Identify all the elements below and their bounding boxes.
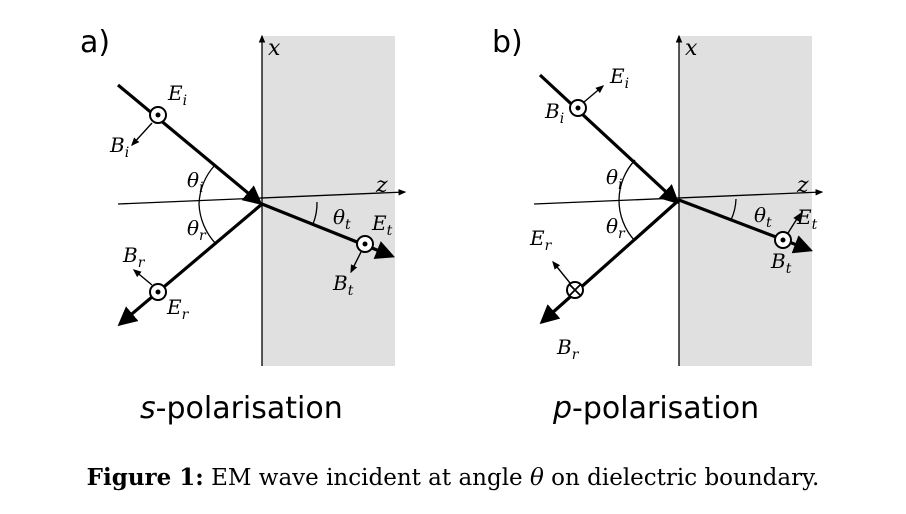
e-out-of-page-icon [149, 283, 167, 301]
theta-i-label-b: θi [606, 165, 623, 193]
incident-ray-a [116, 83, 263, 206]
dielectric-medium-a [262, 36, 395, 366]
z-axis-label-a: z [375, 173, 388, 198]
panel-a-label: a) [80, 25, 110, 60]
e-i-label-a: Ei [167, 81, 187, 109]
b-r-arrow-a [132, 269, 153, 286]
e-t-label-a: Et [371, 211, 393, 239]
figure-caption: Figure 1: EM wave incident at angle θ on… [87, 464, 820, 491]
b-t-label-b: Bt [770, 249, 792, 277]
b-t-arrow-a [350, 251, 362, 274]
theta-t-arc-b [730, 198, 737, 221]
b-into-page-icon [566, 281, 584, 299]
reflected-ray-a [117, 202, 264, 327]
theta-i-arc-a [198, 164, 216, 205]
theta-t-label-b: θt [754, 203, 772, 231]
e-r-label-a: Er [166, 295, 190, 323]
theta-r-arc-a [198, 203, 217, 245]
dielectric-medium-b [679, 36, 812, 366]
e-t-arrow-b [787, 212, 801, 234]
e-i-label-b: Ei [609, 64, 629, 92]
reflected-ray-b [539, 198, 681, 325]
b-r-label-b: Br [556, 335, 580, 363]
e-r-label-b: Er [529, 226, 553, 254]
b-i-arrow-a [131, 122, 153, 147]
e-t-label-b: Et [796, 205, 818, 233]
e-out-of-page-icon [149, 106, 167, 124]
subtitle-a: s-polarisation [140, 391, 343, 426]
e-out-of-page-icon [356, 235, 374, 253]
theta-r-label-b: θr [606, 214, 626, 242]
z-axis-label-b: z [796, 173, 809, 198]
theta-i-label-a: θi [187, 168, 204, 196]
b-i-label-a: Bi [109, 133, 129, 161]
panel-b-label: b) [492, 25, 523, 60]
b-out-of-page-icon [774, 231, 792, 249]
e-r-arrow-b [552, 260, 571, 284]
b-t-label-a: Bt [332, 271, 354, 299]
e-i-arrow-b [583, 85, 605, 103]
b-r-label-a: Br [122, 243, 146, 271]
theta-t-arc-a [312, 201, 318, 225]
panel-b: b) x z Ei Bi θi θr θt Et Bt [492, 25, 824, 426]
b-out-of-page-icon [569, 99, 587, 117]
panel-a: a) x z Ei Bi θi θr θt Et Bt [80, 25, 407, 426]
theta-r-label-a: θr [187, 216, 207, 244]
x-axis-label-b: x [685, 36, 698, 61]
theta-i-arc-b [618, 159, 636, 201]
incident-ray-b [538, 73, 680, 205]
b-i-label-b: Bi [544, 99, 564, 127]
theta-t-label-a: θt [333, 205, 351, 233]
x-axis-label-a: x [268, 36, 281, 61]
subtitle-b: p-polarisation [552, 391, 759, 426]
theta-r-arc-b [618, 199, 636, 242]
